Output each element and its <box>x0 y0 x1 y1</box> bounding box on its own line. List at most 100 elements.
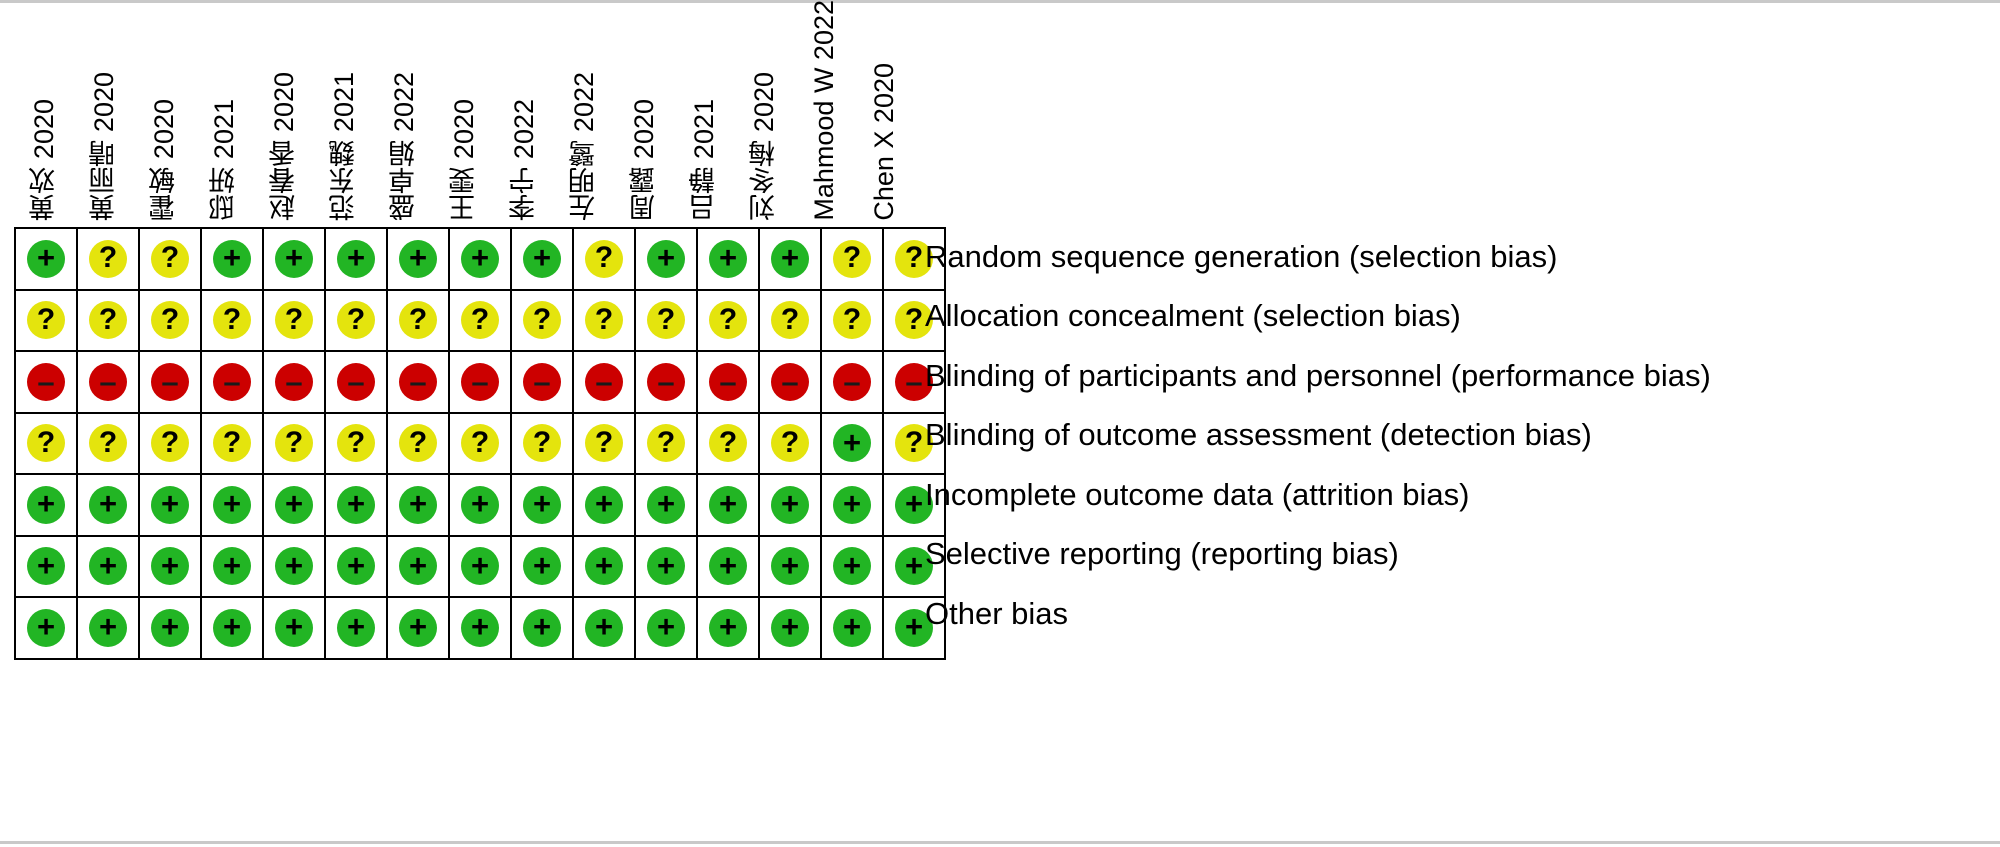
judgement-cell[interactable]: ? <box>572 227 636 291</box>
judgement-cell[interactable]: + <box>448 596 512 660</box>
judgement-cell[interactable]: – <box>758 350 822 414</box>
judgement-cell[interactable]: + <box>386 227 450 291</box>
judgement-cell[interactable]: ? <box>758 411 822 475</box>
judgement-cell[interactable]: ? <box>820 288 884 352</box>
judgement-cell[interactable]: + <box>758 227 822 291</box>
judgement-cell[interactable]: + <box>76 473 140 537</box>
judgement-cell[interactable]: ? <box>138 411 202 475</box>
judgement-cell[interactable]: + <box>572 534 636 598</box>
judgement-cell[interactable]: – <box>634 350 698 414</box>
judgement-cell[interactable]: – <box>76 350 140 414</box>
judgement-cell[interactable]: – <box>262 350 326 414</box>
judgement-cell[interactable]: – <box>572 350 636 414</box>
judgement-cell[interactable]: + <box>634 227 698 291</box>
judgement-cell[interactable]: – <box>448 350 512 414</box>
judgement-cell[interactable]: ? <box>448 411 512 475</box>
judgement-cell[interactable]: ? <box>76 411 140 475</box>
judgement-cell[interactable]: + <box>324 596 388 660</box>
judgement-cell[interactable]: ? <box>138 288 202 352</box>
judgement-cell[interactable]: ? <box>386 411 450 475</box>
judgement-cell[interactable]: + <box>200 596 264 660</box>
judgement-cell[interactable]: ? <box>696 411 760 475</box>
judgement-cell[interactable]: ? <box>572 288 636 352</box>
judgement-cell[interactable]: + <box>820 596 884 660</box>
judgement-cell[interactable]: – <box>138 350 202 414</box>
judgement-cell[interactable]: + <box>572 596 636 660</box>
judgement-cell[interactable]: – <box>882 350 946 414</box>
judgement-cell[interactable]: ? <box>882 288 946 352</box>
judgement-cell[interactable]: + <box>200 534 264 598</box>
judgement-cell[interactable]: ? <box>510 411 574 475</box>
judgement-cell[interactable]: + <box>138 534 202 598</box>
judgement-cell[interactable]: – <box>386 350 450 414</box>
judgement-cell[interactable]: + <box>696 596 760 660</box>
judgement-cell[interactable]: + <box>386 596 450 660</box>
judgement-cell[interactable]: + <box>200 227 264 291</box>
judgement-cell[interactable]: + <box>820 473 884 537</box>
judgement-cell[interactable]: – <box>14 350 78 414</box>
judgement-cell[interactable]: + <box>324 534 388 598</box>
judgement-cell[interactable]: + <box>696 534 760 598</box>
judgement-cell[interactable]: + <box>324 227 388 291</box>
judgement-cell[interactable]: ? <box>882 227 946 291</box>
judgement-cell[interactable]: ? <box>14 411 78 475</box>
judgement-cell[interactable]: + <box>14 596 78 660</box>
judgement-cell[interactable]: ? <box>758 288 822 352</box>
judgement-cell[interactable]: + <box>510 534 574 598</box>
judgement-cell[interactable]: + <box>138 596 202 660</box>
judgement-cell[interactable]: + <box>262 534 326 598</box>
judgement-cell[interactable]: ? <box>324 288 388 352</box>
judgement-cell[interactable]: ? <box>634 411 698 475</box>
judgement-cell[interactable]: + <box>14 473 78 537</box>
judgement-cell[interactable]: + <box>572 473 636 537</box>
judgement-cell[interactable]: + <box>76 534 140 598</box>
judgement-cell[interactable]: ? <box>76 227 140 291</box>
judgement-cell[interactable]: ? <box>262 288 326 352</box>
judgement-cell[interactable]: + <box>510 473 574 537</box>
judgement-cell[interactable]: + <box>758 473 822 537</box>
judgement-cell[interactable]: + <box>448 534 512 598</box>
judgement-cell[interactable]: + <box>696 473 760 537</box>
judgement-cell[interactable]: + <box>634 596 698 660</box>
judgement-cell[interactable]: ? <box>14 288 78 352</box>
judgement-cell[interactable]: + <box>634 473 698 537</box>
judgement-cell[interactable]: ? <box>200 288 264 352</box>
judgement-cell[interactable]: + <box>262 473 326 537</box>
judgement-cell[interactable]: + <box>448 473 512 537</box>
judgement-cell[interactable]: + <box>882 473 946 537</box>
judgement-cell[interactable]: + <box>696 227 760 291</box>
judgement-cell[interactable]: ? <box>76 288 140 352</box>
judgement-cell[interactable]: + <box>262 227 326 291</box>
judgement-cell[interactable]: ? <box>634 288 698 352</box>
judgement-cell[interactable]: + <box>882 534 946 598</box>
judgement-cell[interactable]: + <box>510 596 574 660</box>
judgement-cell[interactable]: ? <box>138 227 202 291</box>
judgement-cell[interactable]: ? <box>262 411 326 475</box>
judgement-cell[interactable]: + <box>324 473 388 537</box>
judgement-cell[interactable]: + <box>200 473 264 537</box>
judgement-cell[interactable]: + <box>634 534 698 598</box>
judgement-cell[interactable]: ? <box>572 411 636 475</box>
judgement-cell[interactable]: + <box>820 411 884 475</box>
judgement-cell[interactable]: + <box>510 227 574 291</box>
judgement-cell[interactable]: – <box>324 350 388 414</box>
judgement-cell[interactable]: + <box>14 227 78 291</box>
judgement-cell[interactable]: ? <box>324 411 388 475</box>
judgement-cell[interactable]: ? <box>696 288 760 352</box>
judgement-cell[interactable]: + <box>76 596 140 660</box>
judgement-cell[interactable]: ? <box>820 227 884 291</box>
judgement-cell[interactable]: + <box>14 534 78 598</box>
judgement-cell[interactable]: – <box>510 350 574 414</box>
judgement-cell[interactable]: + <box>386 534 450 598</box>
judgement-cell[interactable]: + <box>138 473 202 537</box>
judgement-cell[interactable]: ? <box>448 288 512 352</box>
judgement-cell[interactable]: ? <box>386 288 450 352</box>
judgement-cell[interactable]: – <box>200 350 264 414</box>
judgement-cell[interactable]: ? <box>882 411 946 475</box>
judgement-cell[interactable]: ? <box>510 288 574 352</box>
judgement-cell[interactable]: + <box>448 227 512 291</box>
judgement-cell[interactable]: – <box>820 350 884 414</box>
judgement-cell[interactable]: + <box>758 534 822 598</box>
judgement-cell[interactable]: ? <box>200 411 264 475</box>
judgement-cell[interactable]: + <box>758 596 822 660</box>
